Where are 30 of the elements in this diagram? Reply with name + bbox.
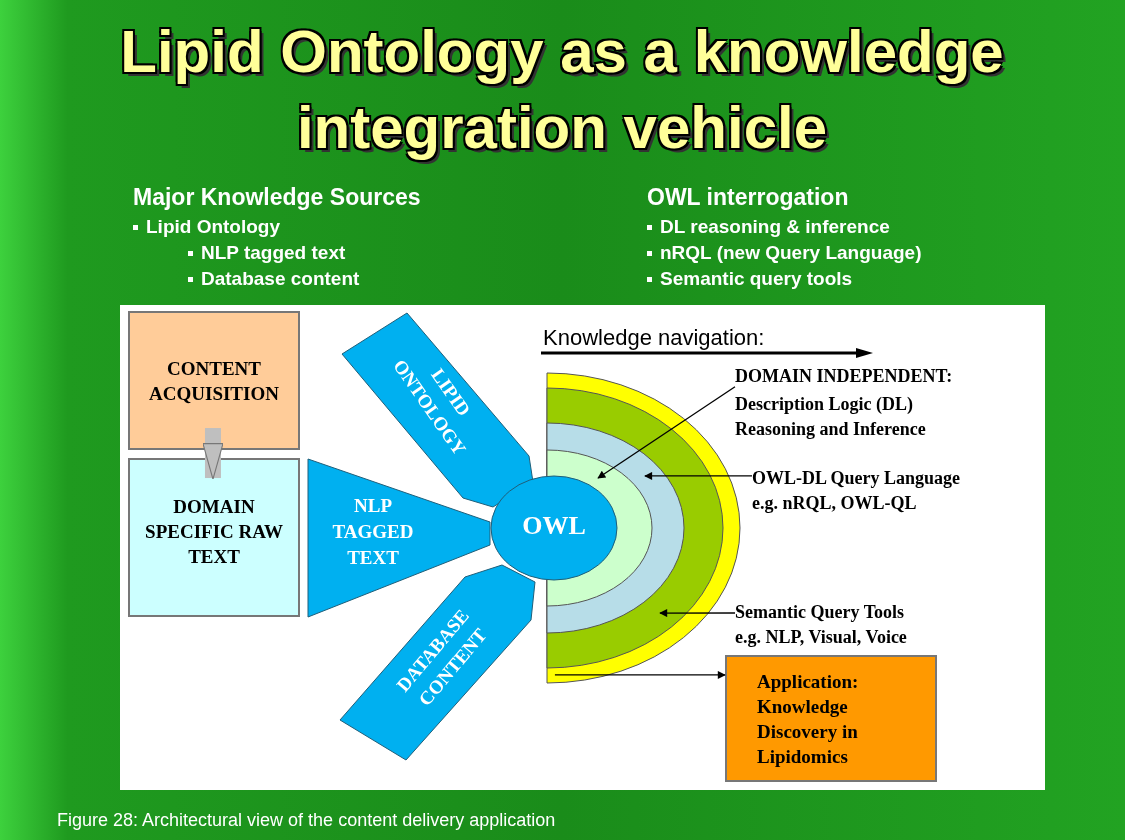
bullet-text: NLP tagged text [201,242,346,264]
process-box [128,458,300,617]
shape-label: OWL [521,511,587,541]
annotation-text: Semantic Query Tools [735,601,905,624]
annotation-text: DOMAIN INDEPENDENT: [735,365,954,388]
shape-label: NLP TAGGED TEXT [331,494,415,570]
block-arrow [202,428,224,480]
section-heading: Major Knowledge Sources [133,184,421,211]
box-label: Application: Knowledge Discovery in Lipidomics [757,669,860,769]
bullet-text: Database content [201,268,360,290]
annotation-text: Description Logic (DL) Reasoning and Inference [735,393,927,441]
application-box [725,655,937,782]
annotation-text: OWL-DL Query Language [752,467,962,490]
leader-arrow [659,609,736,618]
annotation-text: e.g. nRQL, OWL-QL [752,492,918,515]
leader-arrow [554,670,726,679]
annotation-text: e.g. NLP, Visual, Voice [735,626,908,649]
bullet-text: DL reasoning & inference [660,216,890,238]
bullet-text: Semantic query tools [660,268,853,290]
box-label: DOMAIN SPECIFIC RAW TEXT [144,495,284,569]
box-label: CONTENT ACQUISITION [148,356,280,406]
axis-label: Knowledge navigation: [543,325,765,351]
figure-caption: Figure 28: Architectural view of the content delivery application [57,810,556,831]
slide-title: Lipid Ontology as a knowledge integration vehicle [119,17,1005,163]
process-box [128,311,300,450]
leader-arrow [644,471,753,480]
leader-arrow [597,386,736,479]
section-heading: OWL interrogation [647,184,849,211]
bullet-text: nRQL (new Query Language) [660,242,922,264]
bullet-text: Lipid Ontology [146,216,281,238]
